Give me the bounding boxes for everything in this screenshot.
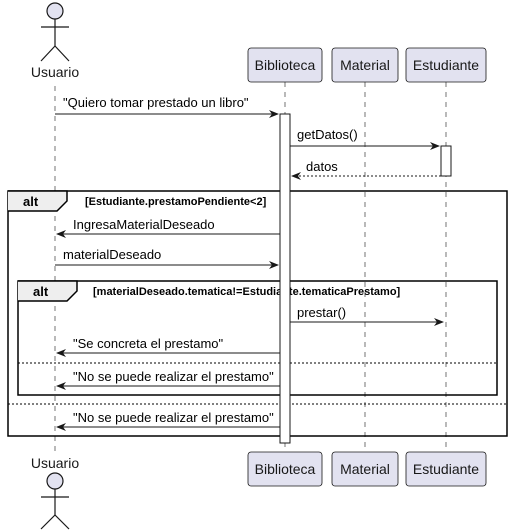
actor-usuario-top: Usuario (31, 2, 79, 80)
message-label-3: datos (306, 159, 338, 174)
participant-label-usuario-bottom: Usuario (31, 455, 79, 471)
alt-fragment-inner-tab (18, 280, 78, 302)
participant-label-estudiante-bottom: Estudiante (413, 461, 479, 477)
participant-label-material-bottom: Material (340, 461, 390, 477)
activation-biblioteca (279, 113, 291, 444)
participant-material-top: Material (331, 47, 399, 83)
message-label-4: IngresaMaterialDeseado (73, 217, 215, 232)
participant-label-usuario-top: Usuario (31, 64, 79, 80)
message-label-6: prestar() (297, 305, 346, 320)
alt-fragment-inner (17, 280, 498, 396)
alt-fragment-outer-keyword: alt (23, 194, 39, 209)
alt-fragment-outer-tab (8, 190, 68, 212)
actor-figure-icon (40, 2, 70, 62)
alt-fragment-outer-guard: [Estudiante.prestamoPendiente<2] (85, 196, 267, 208)
alt-fragment-inner-guard: [materialDeseado.tematica!=Estudiante.te… (93, 286, 401, 298)
participant-estudiante-top: Estudiante (405, 47, 487, 83)
message-label-1: "Quiero tomar prestado un libro" (63, 95, 249, 110)
alt-fragment-outer (7, 190, 508, 437)
participant-estudiante-bottom: Estudiante (405, 451, 487, 487)
participant-label-biblioteca-bottom: Biblioteca (255, 461, 316, 477)
message-label-5: materialDeseado (63, 247, 161, 262)
actor-usuario-bottom: Usuario (31, 455, 79, 530)
message-label-7: "Se concreta el prestamo" (73, 336, 224, 351)
participant-material-bottom: Material (331, 451, 399, 487)
message-label-2: getDatos() (297, 127, 358, 142)
participant-biblioteca-bottom: Biblioteca (247, 451, 323, 487)
activation-estudiante (440, 145, 452, 177)
message-label-8: "No se puede realizar el prestamo" (73, 369, 274, 384)
actor-figure-icon (40, 472, 70, 530)
alt-fragment-inner-keyword: alt (33, 284, 49, 299)
participant-label-biblioteca-top: Biblioteca (255, 57, 316, 73)
message-label-9: "No se puede realizar el prestamo" (73, 410, 274, 425)
participant-label-material-top: Material (340, 57, 390, 73)
participant-label-estudiante-top: Estudiante (413, 57, 479, 73)
participant-biblioteca-top: Biblioteca (247, 47, 323, 83)
